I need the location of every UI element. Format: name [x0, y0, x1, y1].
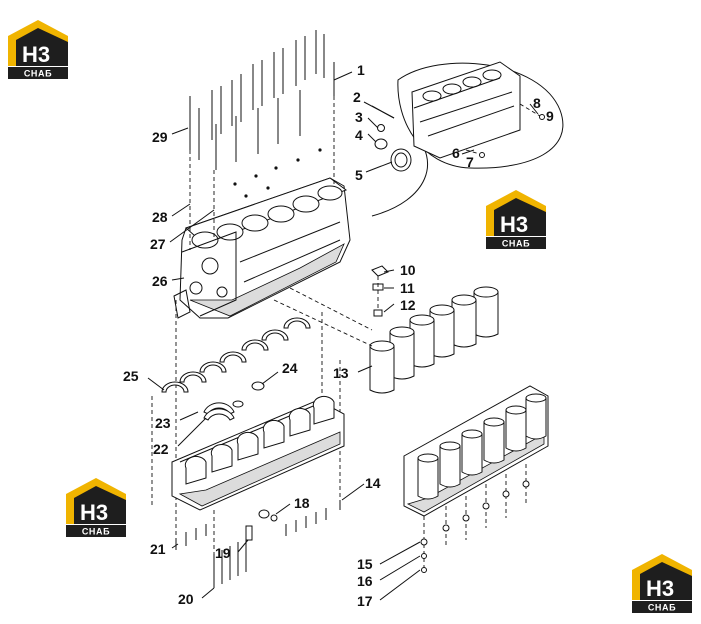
callout-13: 13 [333, 365, 349, 381]
callout-28: 28 [152, 209, 168, 225]
callout-24: 24 [282, 360, 298, 376]
rear-detail-inset [371, 61, 564, 217]
callout-17: 17 [357, 593, 373, 609]
callout-10: 10 [400, 262, 416, 278]
logo-mark: H3 [646, 576, 674, 601]
logo-word: СНАБ [82, 527, 110, 537]
callout-29: 29 [152, 129, 168, 145]
callout-labels: 1 2 3 4 5 6 7 8 9 10 11 12 13 14 15 16 1… [123, 62, 554, 609]
callout-26: 26 [152, 273, 168, 289]
assembled-block [403, 385, 549, 573]
main-bearings [161, 317, 311, 421]
callout-2: 2 [353, 89, 361, 105]
callout-1: 1 [357, 62, 365, 78]
callout-25: 25 [123, 368, 139, 384]
callout-27: 27 [150, 236, 166, 252]
bedplate-bolts [175, 500, 341, 588]
callout-23: 23 [155, 415, 171, 431]
callout-15: 15 [357, 556, 373, 572]
logo-word: СНАБ [24, 69, 52, 79]
callout-16: 16 [357, 573, 373, 589]
callout-22: 22 [153, 441, 169, 457]
leader-lines [147, 71, 539, 601]
callout-8: 8 [533, 95, 541, 111]
callout-14: 14 [365, 475, 381, 491]
callout-12: 12 [400, 297, 416, 313]
logo-mark: H3 [22, 42, 50, 67]
deck-dowels [233, 148, 322, 198]
bedplate [171, 395, 345, 511]
plug-stack [371, 265, 389, 317]
callout-20: 20 [178, 591, 194, 607]
callout-18: 18 [294, 495, 310, 511]
logo-word: СНАБ [502, 239, 530, 249]
callout-21: 21 [150, 541, 166, 557]
callout-3: 3 [355, 109, 363, 125]
logo-word: СНАБ [648, 603, 676, 613]
callout-19: 19 [215, 545, 231, 561]
callout-6: 6 [452, 145, 460, 161]
callout-4: 4 [355, 127, 363, 143]
callout-9: 9 [546, 108, 554, 124]
cylinder-block [173, 177, 351, 319]
head-bolts [189, 30, 335, 250]
callout-7: 7 [466, 154, 474, 170]
callout-11: 11 [400, 280, 415, 296]
cylinder-liners [369, 286, 499, 394]
logo-mark: H3 [500, 212, 528, 237]
callout-5: 5 [355, 167, 363, 183]
logo-mark: H3 [80, 500, 108, 525]
rear-seals [371, 105, 412, 172]
